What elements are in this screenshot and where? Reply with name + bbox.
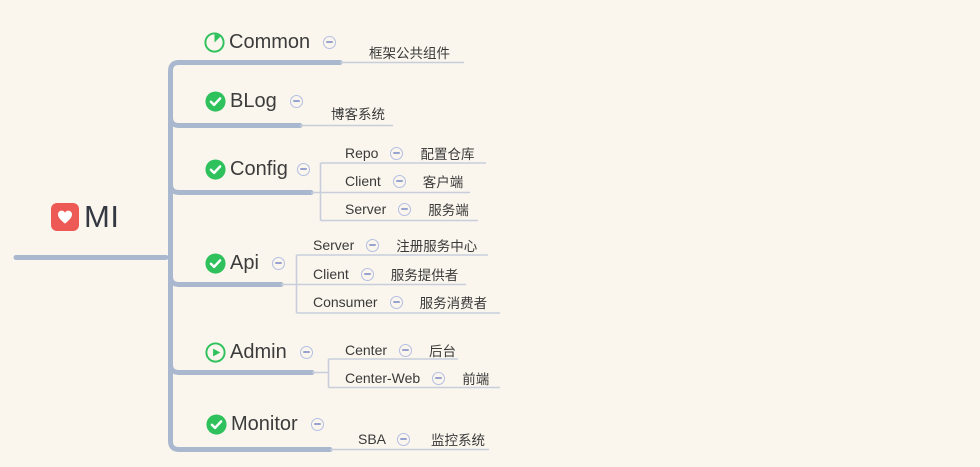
subtopic-blog-leaf[interactable]: 博客系统 bbox=[331, 107, 385, 122]
collapse-button-config-server[interactable] bbox=[398, 202, 412, 216]
subtopic-config-client[interactable]: Client 客户端 bbox=[345, 172, 463, 190]
api-children-lines bbox=[281, 254, 500, 314]
topic-label: Common bbox=[229, 30, 311, 53]
subtopic-label: Center-Web bbox=[345, 370, 421, 386]
subtopic-center-web[interactable]: Center-Web 前端 bbox=[345, 369, 489, 387]
subtopic-label: Client bbox=[313, 266, 349, 282]
topic-config[interactable]: Config bbox=[204, 156, 310, 182]
collapse-button-sba[interactable] bbox=[397, 432, 411, 446]
heart-icon bbox=[51, 203, 79, 231]
subtopic-label: Server bbox=[345, 201, 387, 217]
collapse-button-api-consumer[interactable] bbox=[389, 295, 403, 309]
collapse-button-monitor[interactable] bbox=[310, 417, 324, 431]
subtopic-label: Server bbox=[313, 237, 355, 253]
subtopic-api-server[interactable]: Server 注册服务中心 bbox=[313, 236, 477, 254]
topic-label: Api bbox=[230, 251, 259, 274]
collapse-button-config-client[interactable] bbox=[392, 174, 406, 188]
branch-config-line bbox=[168, 181, 314, 195]
collapse-button-api-server[interactable] bbox=[366, 238, 380, 252]
root-topic[interactable]: MI bbox=[51, 199, 120, 234]
play-icon bbox=[204, 341, 227, 364]
subtopic-label: Center bbox=[345, 342, 388, 358]
leaf-label[interactable]: 配置仓库 bbox=[420, 147, 475, 162]
leaf-label[interactable]: 服务消费者 bbox=[419, 296, 488, 311]
subtopic-sba[interactable]: SBA 监控系统 bbox=[358, 430, 485, 448]
root-topic-label: MI bbox=[84, 199, 120, 234]
check-icon bbox=[205, 413, 228, 436]
collapse-button-config[interactable] bbox=[296, 162, 310, 176]
topic-api[interactable]: Api bbox=[204, 250, 285, 276]
collapse-button-api-client[interactable] bbox=[360, 267, 374, 281]
branch-admin-line bbox=[168, 361, 315, 375]
leaf-label[interactable]: 服务提供者 bbox=[390, 268, 459, 283]
collapse-button-center[interactable] bbox=[399, 343, 413, 357]
check-icon bbox=[204, 158, 227, 181]
subtopic-api-consumer[interactable]: Consumer 服务消费者 bbox=[313, 293, 487, 311]
admin-children-lines bbox=[312, 358, 500, 389]
leaf-label[interactable]: 客户端 bbox=[422, 175, 464, 190]
topic-label: Admin bbox=[230, 340, 287, 363]
topic-common[interactable]: Common bbox=[203, 29, 337, 55]
topic-label: Monitor bbox=[231, 412, 298, 435]
collapse-button-blog[interactable] bbox=[289, 94, 303, 108]
leaf-label[interactable]: 注册服务中心 bbox=[396, 239, 478, 254]
subtopic-label: Consumer bbox=[313, 294, 378, 310]
trunk-line bbox=[168, 60, 182, 452]
leaf-label[interactable]: 后台 bbox=[429, 344, 457, 359]
leaf-label[interactable]: 前端 bbox=[462, 372, 490, 387]
leaf-label[interactable]: 监控系统 bbox=[431, 433, 486, 448]
check-icon bbox=[204, 252, 227, 275]
branch-blog-line bbox=[168, 114, 303, 128]
collapse-button-repo[interactable] bbox=[390, 146, 404, 160]
topic-admin[interactable]: Admin bbox=[204, 339, 313, 365]
subtopic-label: Client bbox=[345, 173, 381, 189]
subtopic-label: SBA bbox=[358, 431, 387, 447]
subtopic-config-server[interactable]: Server 服务端 bbox=[345, 200, 469, 218]
topic-monitor[interactable]: Monitor bbox=[205, 411, 324, 437]
topic-label: BLog bbox=[230, 89, 277, 112]
subtopic-center[interactable]: Center 后台 bbox=[345, 341, 456, 359]
topic-blog[interactable]: BLog bbox=[204, 88, 303, 114]
subtopic-label: Repo bbox=[345, 145, 379, 161]
check-icon bbox=[204, 90, 227, 113]
leaf-label[interactable]: 服务端 bbox=[428, 203, 469, 218]
collapse-button-common[interactable] bbox=[323, 35, 337, 49]
collapse-button-api[interactable] bbox=[271, 256, 285, 270]
collapse-button-center-web[interactable] bbox=[432, 371, 446, 385]
subtopic-api-client[interactable]: Client 服务提供者 bbox=[313, 265, 458, 283]
config-children-lines bbox=[311, 162, 486, 222]
collapse-button-admin[interactable] bbox=[299, 345, 313, 359]
branch-api-line bbox=[168, 273, 284, 287]
subtopic-repo[interactable]: Repo 配置仓库 bbox=[345, 144, 474, 162]
subtopic-common-leaf[interactable]: 框架公共组件 bbox=[369, 46, 450, 61]
topic-label: Config bbox=[230, 157, 288, 180]
progress-pie-icon bbox=[203, 31, 226, 54]
